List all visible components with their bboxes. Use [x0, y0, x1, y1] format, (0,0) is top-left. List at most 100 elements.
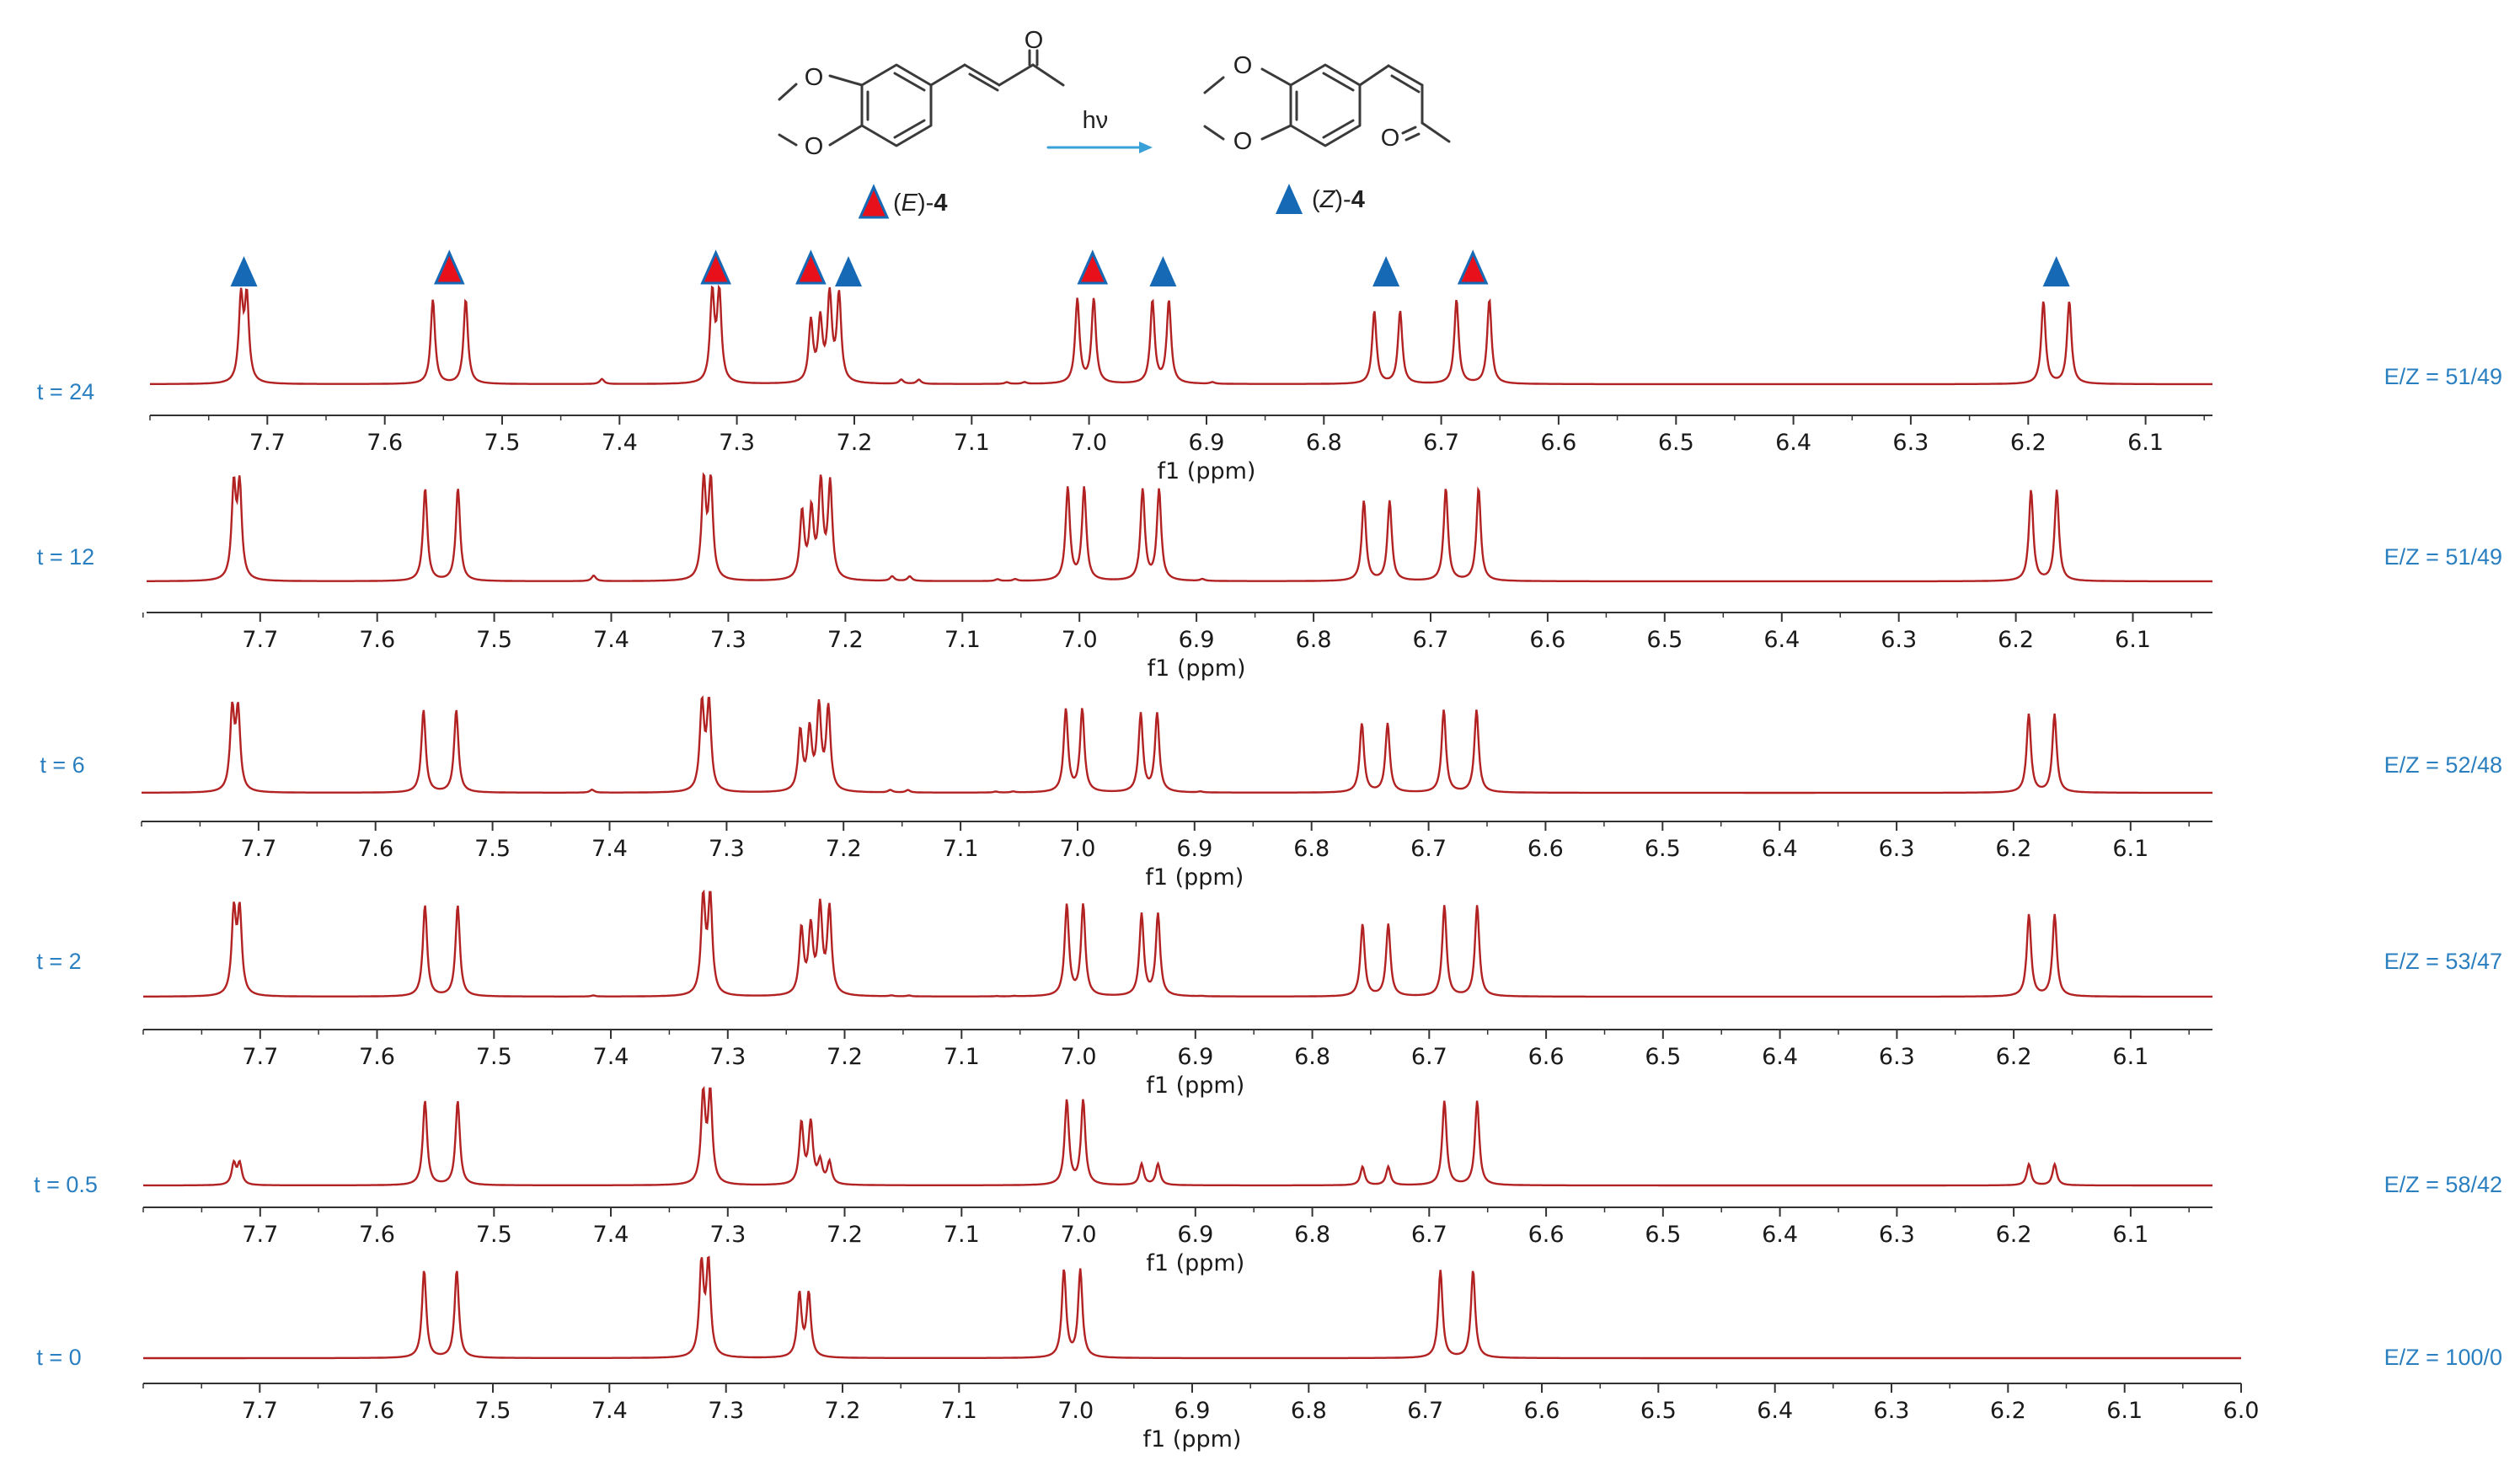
x-tick-label: 7.0: [1061, 1222, 1097, 1248]
x-tick-label: 6.7: [1413, 627, 1449, 653]
x-tick-label: 6.3: [1879, 836, 1915, 862]
x-tick-label: 7.1: [944, 627, 981, 653]
x-tick-label: 7.2: [837, 430, 873, 456]
x-tick-label: 7.3: [710, 627, 746, 653]
z-isomer-peak-marker: [835, 256, 862, 286]
x-tick-label: 6.7: [1423, 430, 1459, 456]
reactant-oxygen-label: O: [805, 133, 824, 160]
x-tick-label: 6.7: [1410, 836, 1447, 862]
x-tick-label: 7.4: [593, 627, 629, 653]
x-tick-label: 6.2: [1995, 836, 2031, 862]
x-tick-label: 7.2: [827, 627, 864, 653]
x-axis-title: f1 (ppm): [1158, 458, 1256, 484]
x-tick-label: 7.2: [826, 836, 862, 862]
x-tick-label: 6.3: [1874, 1398, 1910, 1424]
x-axis-title: f1 (ppm): [1143, 1426, 1242, 1453]
time-label: t = 0: [36, 1345, 81, 1370]
x-tick-label: 6.6: [1528, 1222, 1565, 1248]
x-tick-label: 6.9: [1179, 627, 1215, 653]
e-isomer-peak-marker: [433, 249, 465, 285]
x-tick-label: 7.5: [484, 430, 521, 456]
reactant-ome-bond: [828, 124, 864, 147]
e-isomer-peak-marker: [1457, 249, 1489, 285]
spectrum-line: [143, 1085, 2212, 1187]
x-tick-label: 6.1: [2112, 1222, 2148, 1248]
time-label: t = 2: [36, 949, 81, 974]
x-tick-label: 7.7: [242, 1222, 278, 1248]
reactant-ring-double-bond: [893, 72, 926, 92]
product-ome-bond: [1260, 124, 1292, 141]
reactant-marker: [858, 184, 890, 219]
product-benzene-ring: [1289, 63, 1362, 147]
product-ome-methyl: [1203, 76, 1225, 94]
product-ring-double-bond: [1322, 72, 1355, 92]
product-oxygen-label: O: [1381, 125, 1400, 152]
x-tick-label: 6.8: [1293, 836, 1330, 862]
x-tick-label: 6.6: [1540, 430, 1576, 456]
x-tick-label: 6.9: [1189, 430, 1225, 456]
x-tick-label: 6.9: [1177, 1222, 1213, 1248]
reactant-benzene-ring: [860, 63, 933, 147]
x-tick-label: 6.4: [1762, 1222, 1798, 1248]
x-tick-label: 6.5: [1646, 627, 1683, 653]
ratio-label: E/Z = 51/49: [2384, 364, 2502, 389]
x-tick-label: 7.3: [719, 430, 755, 456]
x-tick-label: 7.5: [475, 1398, 511, 1424]
x-tick-label: 7.7: [242, 1398, 278, 1424]
x-tick-label: 6.9: [1177, 1044, 1213, 1070]
x-tick-label: 6.2: [1996, 1222, 2032, 1248]
x-axis-title: f1 (ppm): [1145, 864, 1244, 891]
x-tick-label: 7.5: [476, 1044, 512, 1070]
x-tick-label: 7.1: [944, 1222, 980, 1248]
x-tick-label: 7.0: [1060, 836, 1096, 862]
x-tick-label: 6.1: [2127, 430, 2164, 456]
reaction-arrow-head: [1139, 142, 1153, 153]
reactant-label: (E)-4: [893, 190, 947, 217]
x-tick-label: 7.0: [1062, 627, 1098, 653]
x-tick-label: 7.4: [602, 430, 638, 456]
product-marker: [1276, 184, 1303, 214]
x-tick-label: 7.0: [1061, 1044, 1097, 1070]
x-tick-label: 6.7: [1407, 1398, 1443, 1424]
product-carbonyl-double-bond: [1404, 132, 1421, 142]
reactant-ome-bond: [828, 74, 864, 87]
x-tick-label: 6.8: [1294, 1222, 1330, 1248]
reactant-ome-methyl: [778, 133, 798, 147]
x-tick-label: 7.6: [357, 836, 393, 862]
spectrum-line: [143, 1255, 2241, 1360]
x-tick-label: 6.4: [1757, 1398, 1793, 1424]
x-tick-label: 7.1: [944, 1044, 980, 1070]
x-tick-label: 6.9: [1176, 836, 1212, 862]
ratio-label: E/Z = 52/48: [2384, 752, 2502, 778]
x-tick-label: 6.5: [1645, 836, 1681, 862]
x-tick-label: 7.1: [943, 836, 979, 862]
product-oxygen-label: O: [1233, 52, 1253, 79]
x-tick-label: 7.5: [474, 836, 511, 862]
x-tick-label: 7.3: [709, 836, 745, 862]
e-isomer-peak-marker: [1077, 249, 1109, 285]
x-tick-label: 6.5: [1640, 1398, 1677, 1424]
ratio-label: E/Z = 58/42: [2384, 1172, 2502, 1197]
spectrum-line: [150, 284, 2212, 386]
ratio-label: E/Z = 53/47: [2384, 949, 2502, 974]
z-isomer-peak-marker: [230, 256, 258, 286]
x-axis-title: f1 (ppm): [1146, 1073, 1244, 1099]
x-tick-label: 6.8: [1291, 1398, 1327, 1424]
x-tick-label: 7.7: [240, 836, 276, 862]
x-tick-label: 6.1: [2106, 1398, 2143, 1424]
z-isomer-peak-marker: [1149, 256, 1177, 286]
product-vinyl-bond: [1358, 64, 1390, 87]
x-tick-label: 6.7: [1411, 1044, 1447, 1070]
x-tick-label: 7.1: [941, 1398, 977, 1424]
x-tick-label: 6.1: [2112, 1044, 2148, 1070]
reactant-trans-double-bond: [963, 63, 1001, 87]
x-tick-label: 6.1: [2115, 627, 2151, 653]
x-tick-label: 7.7: [249, 430, 286, 456]
product-oxygen-label: O: [1233, 128, 1253, 155]
